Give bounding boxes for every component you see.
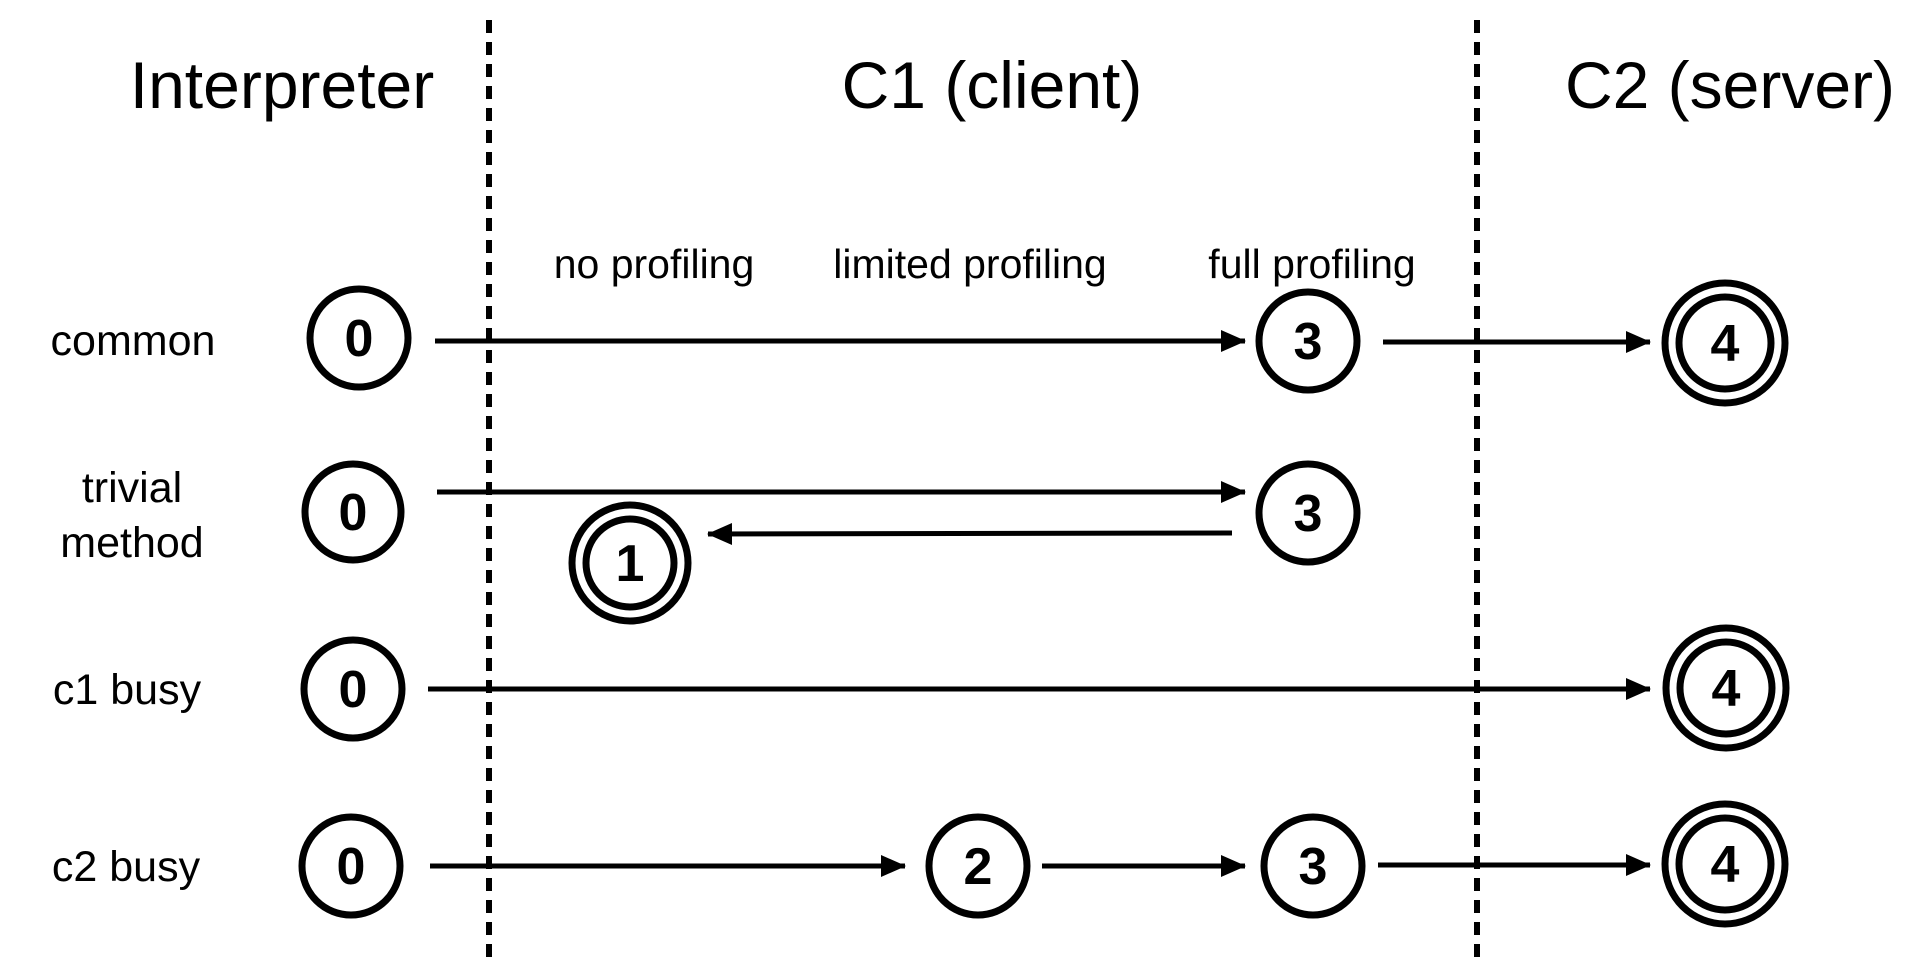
row-label-common: common	[51, 317, 216, 365]
state-number: 0	[337, 838, 366, 896]
column-header-interpreter: Interpreter	[130, 48, 434, 122]
state-circle-c2busy-2: 2	[925, 813, 1031, 919]
state-number: 0	[339, 484, 368, 542]
column-header-c1-client: C1 (client)	[842, 48, 1143, 122]
row-c2-busy: c2 busy 0 2 3 4	[52, 800, 1789, 928]
row-c1-busy: c1 busy 0 4	[53, 624, 1790, 752]
state-circle-common-4-accepting: 4	[1661, 279, 1789, 407]
state-number: 0	[345, 310, 374, 368]
state-circle-c1busy-4-accepting: 4	[1662, 624, 1790, 752]
state-circle-trivial-3: 3	[1255, 460, 1361, 566]
phase-label-no-profiling: no profiling	[554, 241, 755, 287]
row-label-c2-busy: c2 busy	[52, 843, 201, 891]
state-circle-common-0: 0	[306, 285, 412, 391]
state-number: 1	[616, 535, 645, 593]
phase-label-full-profiling: full profiling	[1208, 241, 1415, 287]
row-label-c1-busy: c1 busy	[53, 666, 202, 714]
state-circle-c2busy-4-accepting: 4	[1661, 800, 1789, 928]
state-circle-c1busy-0: 0	[300, 636, 406, 742]
state-number: 3	[1299, 838, 1328, 896]
state-number: 4	[1711, 836, 1740, 894]
phase-label-limited-profiling: limited profiling	[833, 241, 1106, 287]
state-number: 3	[1294, 485, 1323, 543]
state-circle-trivial-0: 0	[301, 460, 405, 564]
row-label-trivial: trivial	[82, 464, 182, 512]
column-header-c2-server: C2 (server)	[1565, 48, 1895, 122]
state-circle-common-3: 3	[1255, 288, 1361, 394]
state-number: 2	[964, 838, 993, 896]
state-number: 4	[1712, 660, 1741, 718]
state-number: 3	[1294, 313, 1323, 371]
state-number: 0	[339, 661, 368, 719]
row-trivial-method: trivial method 0 3 1	[60, 460, 1361, 625]
state-number: 4	[1711, 315, 1740, 373]
row-common: common 0 3 4	[51, 279, 1789, 407]
arrow-trivial-3-to-1	[707, 522, 1233, 545]
row-label-method: method	[60, 519, 203, 567]
state-circle-c2busy-0: 0	[298, 813, 404, 919]
state-circle-trivial-1-accepting: 1	[568, 501, 692, 625]
state-circle-c2busy-3: 3	[1260, 813, 1366, 919]
